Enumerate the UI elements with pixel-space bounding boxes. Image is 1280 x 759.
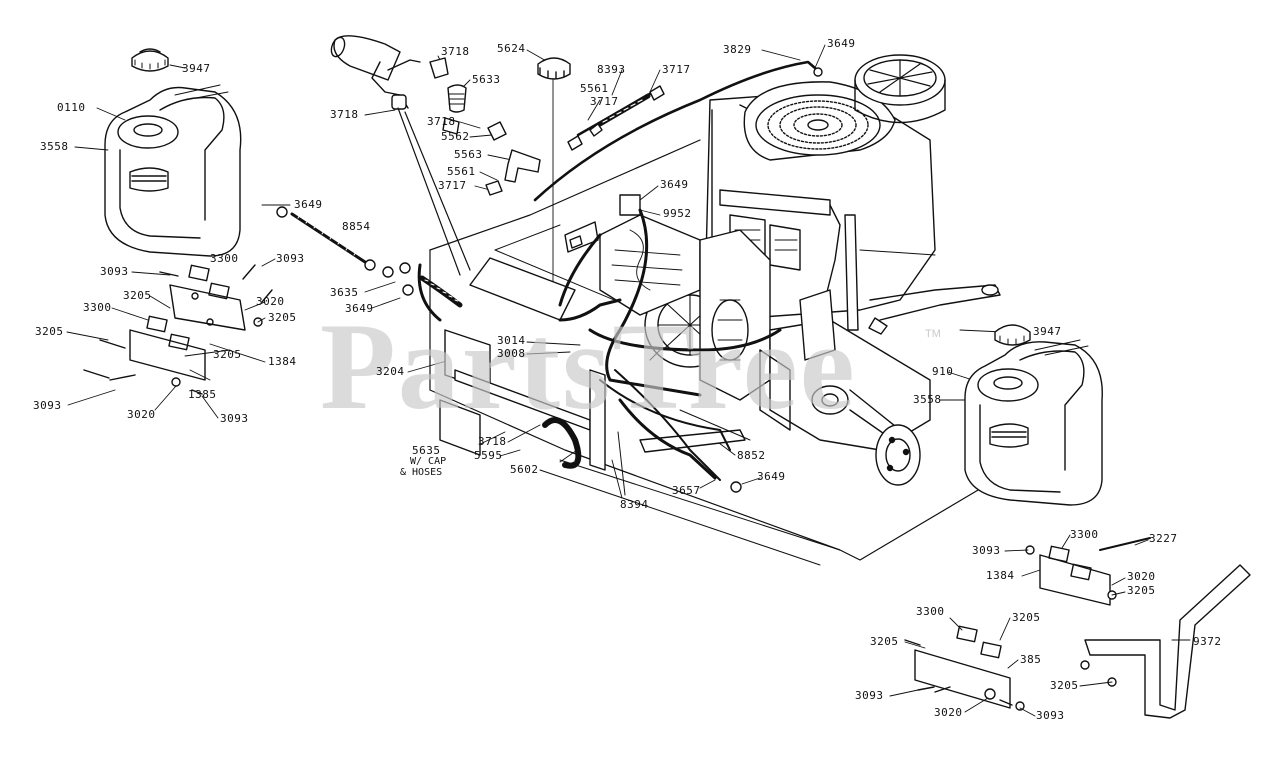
part-label: 5595 [474, 449, 503, 462]
throttle-cable [533, 60, 817, 202]
part-label: 8393 [597, 63, 626, 76]
part-label: 8852 [737, 449, 766, 462]
leader-lines [66, 44, 1004, 499]
fuel-filter-line [567, 85, 665, 151]
part-label: 3829 [723, 43, 752, 56]
rod-8394-lead [617, 431, 626, 496]
part-label: 3205 [123, 289, 152, 302]
part-label: 3635 [330, 286, 359, 299]
part-label: 3205 [1127, 584, 1156, 597]
part-label: 3947 [1033, 325, 1062, 338]
part-label: 3008 [497, 347, 526, 360]
cable-clip [813, 67, 823, 77]
part-label: 3093 [220, 412, 249, 425]
part-label: 3093 [855, 689, 884, 702]
handle-bar-9372 [1084, 564, 1251, 719]
part-label: 5602 [510, 463, 539, 476]
part-label: 3205 [268, 311, 297, 324]
part-label: 3093 [100, 265, 129, 278]
left-bracket-assembly [83, 264, 273, 395]
part-label: 1384 [986, 569, 1015, 582]
flex-hose [542, 417, 582, 469]
rear-axle [759, 289, 931, 486]
fuel-pump-assembly [330, 35, 541, 276]
part-label: 3205 [35, 325, 64, 338]
spring-8854 [276, 206, 414, 296]
part-label: 3649 [345, 302, 374, 315]
part-label: 3014 [497, 334, 526, 347]
part-label: 3649 [660, 178, 689, 191]
part-label: 3300 [210, 252, 239, 265]
part-label: 5563 [454, 148, 483, 161]
part-label: 3020 [256, 295, 285, 308]
part-label: 3020 [127, 408, 156, 421]
rod-8394 [618, 398, 717, 480]
part-label: 3649 [757, 470, 786, 483]
part-label: 3093 [1036, 709, 1065, 722]
part-label: 3717 [438, 179, 467, 192]
part-label: 5561 [580, 82, 609, 95]
part-label: 3300 [916, 605, 945, 618]
part-label: 3020 [1127, 570, 1156, 583]
partstree-watermark: PartsTree [320, 298, 857, 435]
part-label: 3718 [441, 45, 470, 58]
part-label: 3093 [972, 544, 1001, 557]
clip-3649 [730, 481, 742, 493]
right-fuel-cap [994, 324, 1031, 346]
mower-frame [429, 139, 996, 566]
engine [704, 81, 1001, 335]
part-label: 3718 [330, 108, 359, 121]
part-label: 3558 [40, 140, 69, 153]
part-label: 3204 [376, 365, 405, 378]
right-fuel-tank [964, 339, 1103, 506]
part-label: 3205 [1012, 611, 1041, 624]
part-label: 9952 [663, 207, 692, 220]
part-label: 3300 [83, 301, 112, 314]
part-label: 3093 [276, 252, 305, 265]
part-label: 3649 [294, 198, 323, 211]
note-line: & HOSES [400, 467, 443, 478]
part-label: 3205 [213, 348, 242, 361]
part-label: 910 [932, 365, 954, 378]
part-label: 0110 [57, 101, 86, 114]
trademark-mark: TM [925, 328, 941, 340]
part-label: 5633 [472, 73, 501, 86]
air-cleaner [854, 54, 946, 124]
part-label: 9372 [1193, 635, 1222, 648]
part-label: 3558 [913, 393, 942, 406]
part-label: 1385 [188, 388, 217, 401]
part-label: 3947 [182, 62, 211, 75]
fuel-hoses [558, 208, 782, 481]
part-label: 3205 [1050, 679, 1079, 692]
part-label: 3657 [672, 484, 701, 497]
part-label: 3649 [827, 37, 856, 50]
part-label: 3205 [870, 635, 899, 648]
part-label: 3717 [590, 95, 619, 108]
part-label: 1384 [268, 355, 297, 368]
part-label: 385 [1020, 653, 1042, 666]
part-label: 5562 [441, 130, 470, 143]
part-label: 3718 [427, 115, 456, 128]
top-fuel-cap [537, 57, 571, 80]
part-label: 3093 [33, 399, 62, 412]
part-label: 8394 [620, 498, 649, 511]
note-line: W/ CAP [410, 456, 447, 467]
hydro-transmission [564, 194, 771, 401]
part-label: 5624 [497, 42, 526, 55]
cable-3635 [417, 263, 463, 322]
part-label: 3227 [1149, 532, 1178, 545]
part-label: 3020 [934, 706, 963, 719]
part-label: 5561 [447, 165, 476, 178]
left-fuel-tank [104, 84, 242, 257]
part-label: 3300 [1070, 528, 1099, 541]
part-label: 3717 [662, 63, 691, 76]
right-leader-lines [889, 534, 1191, 717]
part-label: 3718 [478, 435, 507, 448]
left-fuel-cap [131, 48, 169, 72]
right-bracket-assembly [904, 537, 1151, 711]
part-label: 5635 [412, 444, 441, 457]
part-label: 8854 [342, 220, 371, 233]
